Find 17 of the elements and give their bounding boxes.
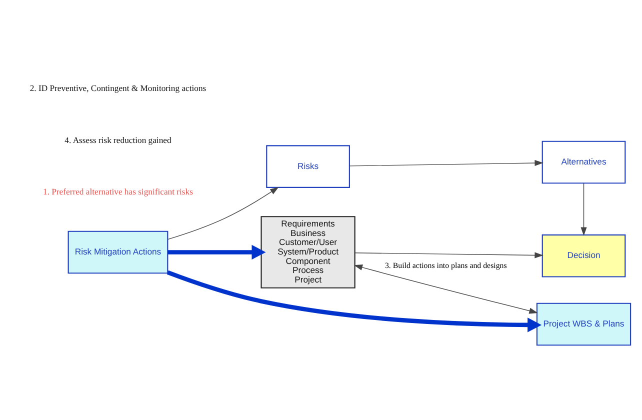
arrow	[354, 264, 538, 314]
arrow	[166, 270, 542, 332]
node-box: Alternatives	[542, 140, 626, 184]
label: 2. ID Preventive, Contingent & Monitoring actions	[30, 82, 206, 93]
label: 1. Preferred alternative has significant risks	[43, 186, 193, 196]
node-box: Decision	[542, 234, 626, 277]
edge-label: 3. Build actions into plans and designs	[384, 260, 507, 270]
node-box: Risk Mitigation Actions	[68, 230, 168, 274]
node-box: Project WBS & Plans	[536, 302, 632, 346]
node-box: Risks	[266, 144, 350, 188]
arrow	[168, 186, 279, 240]
label: 4. Assess risk reduction gained	[64, 134, 172, 144]
node-box: Requirements Business Customer/User System/Product Component Process Project	[260, 216, 356, 288]
arrow	[349, 160, 544, 166]
arrow	[168, 244, 266, 260]
arrow	[354, 252, 544, 258]
arrow	[580, 182, 587, 236]
